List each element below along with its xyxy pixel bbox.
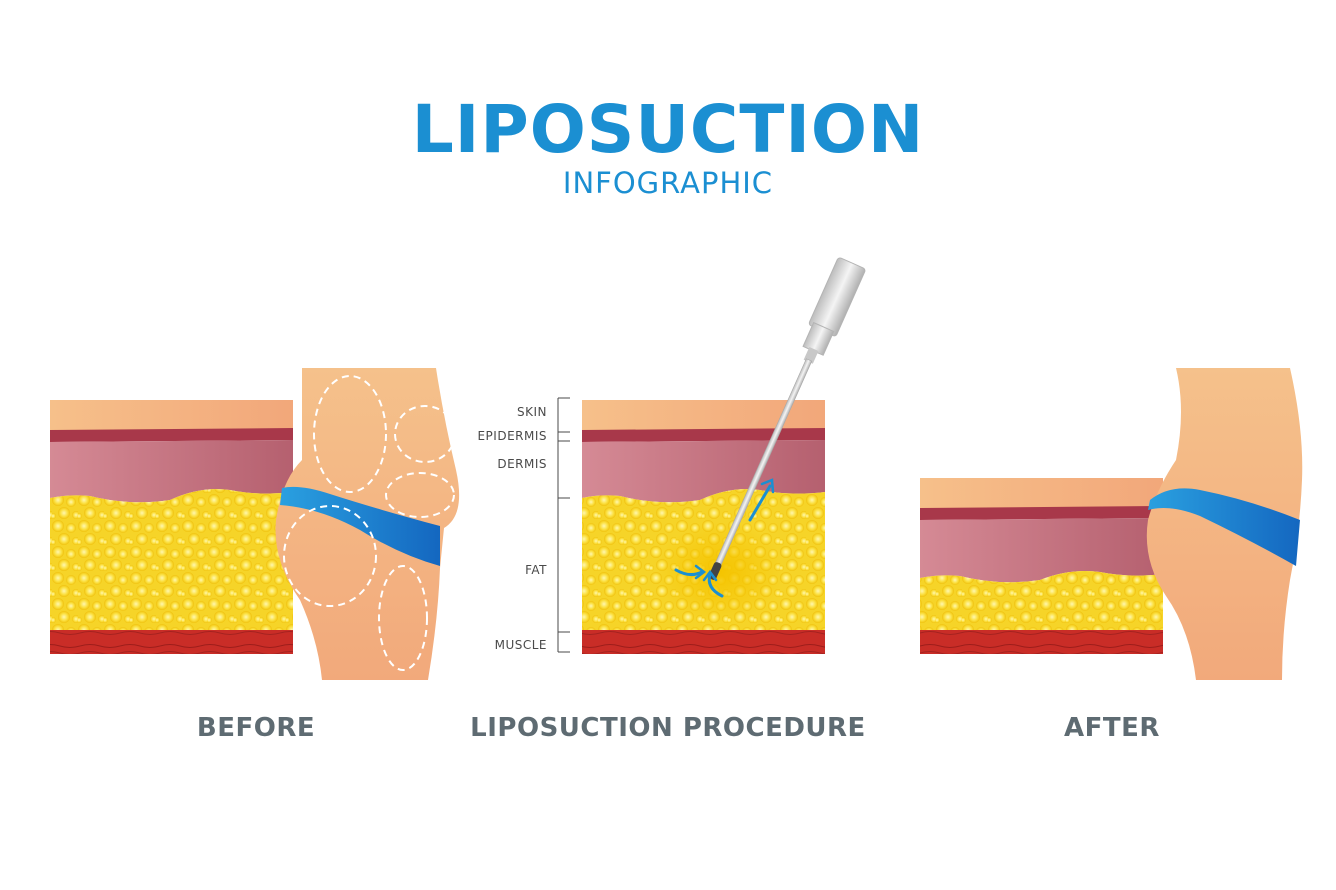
suction-arrow-icon bbox=[674, 478, 775, 598]
layer-label-dermis: DERMIS bbox=[497, 457, 547, 471]
layer-label-epidermis: EPIDERMIS bbox=[477, 429, 547, 443]
procedure-panel: SKIN EPIDERMIS DERMIS FAT MUSCLE bbox=[477, 257, 866, 654]
after-underwear bbox=[1148, 488, 1300, 566]
layer-label-muscle: MUSCLE bbox=[495, 638, 547, 652]
after-body-silhouette bbox=[1146, 368, 1303, 680]
before-skin-block bbox=[50, 400, 293, 654]
page-title: LIPOSUCTION bbox=[411, 91, 925, 168]
before-fat-markings bbox=[283, 375, 456, 671]
after-skin-block bbox=[920, 478, 1163, 654]
caption-before: BEFORE bbox=[196, 713, 316, 743]
page-subtitle: INFOGRAPHIC bbox=[562, 166, 774, 200]
before-body-silhouette bbox=[275, 368, 460, 680]
layer-label-skin: SKIN bbox=[517, 405, 547, 419]
layer-label-fat: FAT bbox=[525, 563, 547, 577]
cannula-icon bbox=[708, 257, 866, 580]
caption-procedure: LIPOSUCTION PROCEDURE bbox=[470, 713, 866, 743]
before-underwear bbox=[280, 486, 440, 566]
procedure-skin-block bbox=[582, 400, 825, 654]
after-panel bbox=[920, 368, 1303, 680]
layer-bracket bbox=[557, 397, 570, 653]
caption-after: AFTER bbox=[1064, 713, 1160, 743]
before-panel bbox=[50, 368, 460, 680]
